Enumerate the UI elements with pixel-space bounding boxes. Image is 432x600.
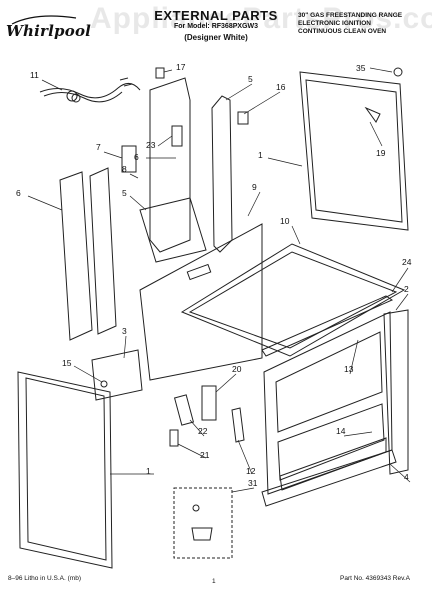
callout-label: 23 [146, 140, 156, 150]
callout-label: 24 [402, 257, 412, 267]
description-line: CONTINUOUS CLEAN OVEN [298, 28, 387, 35]
hinge-part [171, 125, 183, 147]
callout-labels: 11 17 5 16 35 7 23 6 1 19 8 5 9 6 10 24 … [16, 62, 412, 488]
callout-label: 35 [356, 63, 366, 73]
product-description: 30" GAS FREESTANDING RANGE ELECTRONIC IG… [298, 12, 426, 36]
brand-name: Whirlpool [6, 22, 92, 40]
side-panel-left [59, 171, 93, 341]
page-title: EXTERNAL PARTS [154, 8, 278, 23]
side-panel-right [299, 71, 409, 231]
leveler-part [169, 429, 179, 447]
callout-label: 9 [252, 182, 257, 192]
callout-label: 4 [404, 472, 409, 482]
front-frame [263, 311, 393, 495]
callout-label: 5 [248, 74, 253, 84]
knob-part [393, 67, 403, 77]
part-number: Part No. 4369343 Rev.A [340, 575, 410, 582]
leg-part [173, 394, 195, 426]
description-line: ELECTRONIC IGNITION [298, 20, 371, 27]
cap-part [237, 111, 249, 125]
callout-label: 6 [134, 152, 139, 162]
watermark: AppliancePartsPros.com [90, 2, 432, 35]
callout-label: 20 [232, 364, 242, 374]
kick-plate [261, 449, 397, 507]
callout-label: 13 [344, 364, 354, 374]
callout-label: 2 [404, 284, 409, 294]
burner-box-part [139, 197, 207, 263]
footer-print-info: 8–96 Litho in U.S.A. (mb) [8, 575, 81, 582]
callout-label: 21 [200, 450, 210, 460]
callout-label: 31 [248, 478, 258, 488]
logo-swirl-icon [11, 15, 77, 25]
wire-harness-part [39, 77, 141, 103]
leader-lines [27, 67, 411, 493]
back-panel [139, 223, 263, 381]
model-line: For Model: RF368PXGW3 [173, 23, 258, 30]
callout-label: 11 [30, 70, 39, 80]
callout-label: 17 [176, 62, 186, 72]
callout-label: 6 [16, 188, 21, 198]
callout-label: 15 [62, 358, 72, 368]
screw-part [364, 106, 381, 123]
page-number: 1 [212, 578, 216, 585]
cooktop-panel [180, 243, 406, 357]
base-channel [91, 349, 143, 401]
description-line: 30" GAS FREESTANDING RANGE [298, 12, 403, 19]
callout-label: 3 [122, 326, 127, 336]
variant-label: (Designer White) [184, 33, 248, 42]
callout-label: 16 [276, 82, 286, 92]
callout-label: 10 [280, 216, 290, 226]
callout-label: 7 [96, 142, 101, 152]
callout-label: 14 [336, 426, 346, 436]
side-panel-inner [149, 77, 191, 253]
hardware-kit-box [173, 487, 233, 559]
callout-label: 1 [258, 150, 263, 160]
plate-part [121, 145, 137, 173]
callout-label: 22 [198, 426, 208, 436]
rail-part [231, 407, 245, 443]
trim-strip [261, 295, 394, 357]
callout-label: 8 [122, 164, 127, 174]
clip-part [155, 67, 165, 79]
bracket-part [211, 95, 233, 253]
door-frame-part [383, 309, 409, 475]
screw-part [100, 380, 108, 388]
callout-label: 1 [146, 466, 151, 476]
side-panel-left-lower [17, 371, 113, 569]
callout-label: 5 [122, 188, 127, 198]
bracket-part [201, 385, 217, 421]
whirlpool-logo [6, 10, 92, 46]
callout-label: 19 [376, 148, 386, 158]
